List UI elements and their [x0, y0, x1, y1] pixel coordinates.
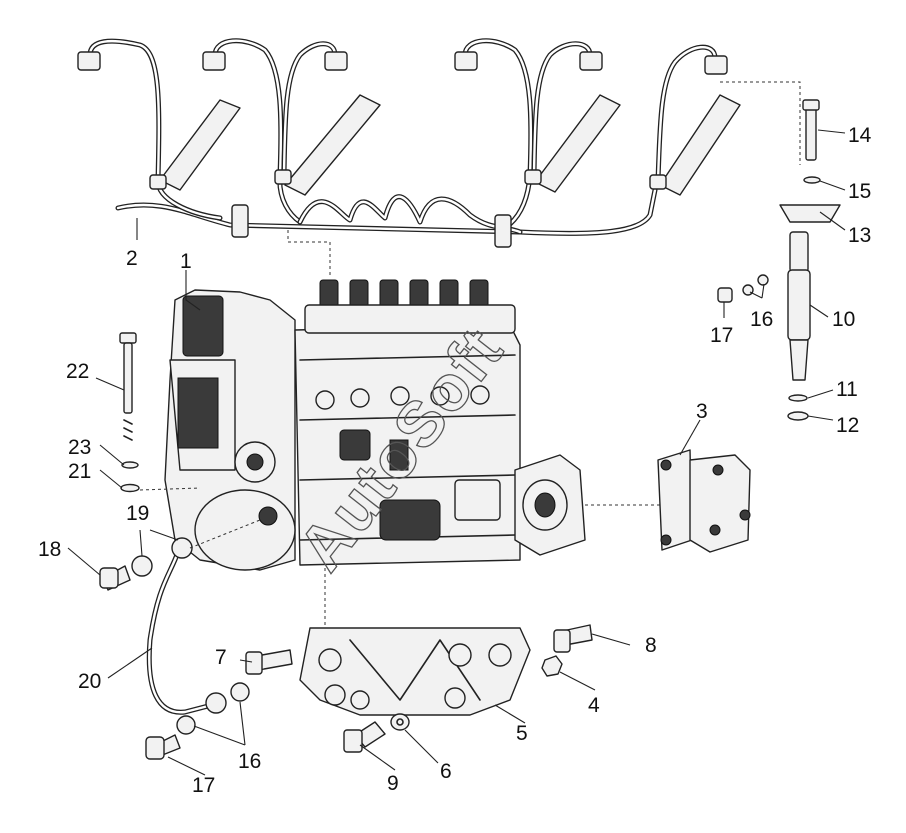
bolt-8-icon [553, 624, 593, 653]
bolt-22-icon [119, 332, 137, 441]
callout-7: 7 [215, 646, 227, 669]
callout-5: 5 [516, 722, 528, 745]
callout-6: 6 [440, 760, 452, 783]
pipe-bracket-icon [149, 94, 741, 248]
bolt-9-icon [343, 721, 386, 753]
callout-9: 9 [387, 772, 399, 795]
callout-16-pipe: 16 [238, 750, 261, 773]
delivery-valve-icon [304, 279, 516, 334]
pipe-nut-icon [77, 51, 728, 75]
coupling [657, 449, 751, 553]
pump-bracket [299, 627, 531, 716]
callout-2: 2 [126, 247, 138, 270]
callout-1: 1 [180, 250, 192, 273]
callout-11: 11 [836, 378, 858, 401]
callout-17-pipe: 17 [192, 774, 215, 797]
bolt-7-icon [245, 649, 293, 675]
callout-20: 20 [78, 670, 101, 693]
washers-21-23-icon [120, 461, 140, 493]
callout-labels: 1 2 3 4 5 6 7 8 9 10 11 12 13 14 15 16 1… [38, 124, 872, 797]
callout-10: 10 [832, 308, 855, 331]
small-fittings-icon [717, 274, 769, 303]
callout-17-injector: 17 [710, 324, 733, 347]
callout-19: 19 [126, 502, 149, 525]
injector-pipe-assembly [77, 38, 801, 275]
callout-23: 23 [68, 436, 91, 459]
nut-4-icon [541, 655, 563, 677]
callout-3: 3 [696, 400, 708, 423]
callout-15: 15 [848, 180, 871, 203]
callout-16-injector: 16 [750, 308, 773, 331]
callout-13: 13 [848, 224, 871, 247]
callout-21: 21 [68, 460, 91, 483]
callout-18: 18 [38, 538, 61, 561]
leader-lines [67, 129, 846, 776]
callout-8: 8 [645, 634, 657, 657]
callout-22: 22 [66, 360, 89, 383]
callout-14: 14 [848, 124, 872, 147]
callout-4: 4 [588, 694, 600, 717]
washer-6-icon [390, 713, 410, 731]
injection-pump [164, 279, 660, 640]
injector [779, 99, 841, 421]
callout-12: 12 [836, 414, 859, 437]
oil-pipe [99, 537, 250, 760]
